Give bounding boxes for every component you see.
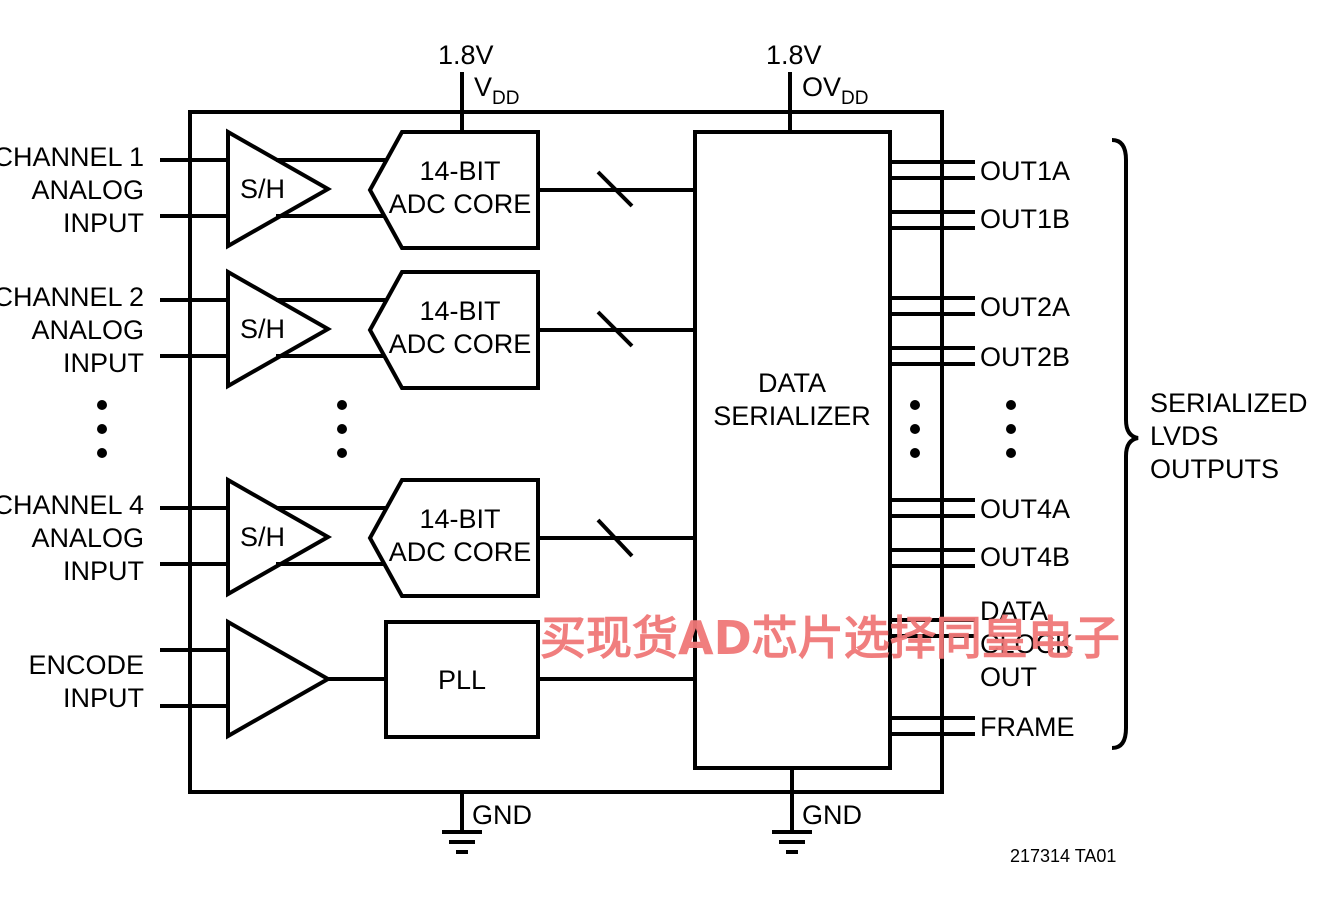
ch4-label-line3: INPUT bbox=[63, 556, 144, 586]
dot bbox=[337, 448, 347, 458]
ch2-adc-line1: 14-BIT bbox=[419, 296, 500, 326]
out1a-label: OUT1A bbox=[980, 156, 1070, 186]
ground-2: GND bbox=[772, 768, 862, 854]
ch1-adc-line2: ADC CORE bbox=[389, 189, 532, 219]
gnd1-label: GND bbox=[472, 800, 532, 830]
channel-1: CHANNEL 1 ANALOG INPUT S/H 14-BIT ADC CO… bbox=[0, 128, 695, 250]
out4a-label: OUT4A bbox=[980, 494, 1070, 524]
dot bbox=[1006, 424, 1016, 434]
serializer-line2: SERIALIZER bbox=[713, 401, 871, 431]
pll-block bbox=[384, 620, 540, 739]
dot bbox=[910, 424, 920, 434]
ch2-label-line1: CHANNEL 2 bbox=[0, 282, 144, 312]
dot bbox=[1006, 448, 1016, 458]
out2a-label: OUT2A bbox=[980, 292, 1070, 322]
watermark-text: 买现货AD芯片选择同皇电子 bbox=[540, 611, 1120, 665]
dot bbox=[337, 424, 347, 434]
dot bbox=[97, 424, 107, 434]
ch4-adc-core bbox=[367, 478, 540, 598]
dclk-label-line1: DATA bbox=[980, 596, 1048, 626]
ch2-adc-line2: ADC CORE bbox=[389, 329, 532, 359]
dot bbox=[97, 400, 107, 410]
ch1-label-line3: INPUT bbox=[63, 208, 144, 238]
encode-path: ENCODE INPUT PLL bbox=[28, 618, 695, 740]
ch4-adc-line2: ADC CORE bbox=[389, 537, 532, 567]
ch2-sh-label: S/H bbox=[240, 314, 285, 344]
gnd2-label: GND bbox=[802, 800, 862, 830]
ch4-label-line1: CHANNEL 4 bbox=[0, 490, 144, 520]
bracket-label-line3: OUTPUTS bbox=[1150, 454, 1279, 484]
data-serializer: DATA SERIALIZER bbox=[693, 130, 892, 770]
dot bbox=[1006, 400, 1016, 410]
ch4-sh-label: S/H bbox=[240, 522, 285, 552]
ch2-bus-slash bbox=[596, 310, 634, 348]
dclk-label-line3: OUT bbox=[980, 662, 1037, 692]
dot bbox=[910, 448, 920, 458]
ch4-label-line2: ANALOG bbox=[31, 523, 144, 553]
curly-brace bbox=[1111, 138, 1139, 750]
encode-label-line2: INPUT bbox=[63, 683, 144, 713]
channel-2: CHANNEL 2 ANALOG INPUT S/H 14-BIT ADC CO… bbox=[0, 268, 695, 390]
out2b-label: OUT2B bbox=[980, 342, 1070, 372]
dot bbox=[337, 400, 347, 410]
ch2-label-line2: ANALOG bbox=[31, 315, 144, 345]
out4b-label: OUT4B bbox=[980, 542, 1070, 572]
out1b-label: OUT1B bbox=[980, 204, 1070, 234]
continuation-dots bbox=[97, 400, 1016, 458]
output-bracket: SERIALIZED LVDS OUTPUTS bbox=[1111, 138, 1308, 750]
bracket-label-line2: LVDS bbox=[1150, 421, 1219, 451]
lvds-outputs: OUT1A OUT1B OUT2A OUT2B OUT4A OUT4B DATA… bbox=[890, 156, 1075, 742]
channel-4: CHANNEL 4 ANALOG INPUT S/H 14-BIT ADC CO… bbox=[0, 476, 695, 598]
figure-id: 217314 TA01 bbox=[1010, 846, 1116, 866]
ovdd-supply: 1.8V OVDD bbox=[766, 40, 868, 132]
encode-buffer bbox=[226, 618, 333, 740]
serializer-line1: DATA bbox=[758, 368, 826, 398]
ch1-bus-slash bbox=[596, 170, 634, 208]
vdd-voltage: 1.8V bbox=[438, 40, 494, 70]
ch1-label-line1: CHANNEL 1 bbox=[0, 142, 144, 172]
dclk-label-line2: CLOCK bbox=[980, 629, 1073, 659]
ch1-adc-core bbox=[367, 130, 540, 250]
ch1-sh-label: S/H bbox=[240, 174, 285, 204]
serializer-block bbox=[693, 130, 892, 770]
frame-label: FRAME bbox=[980, 712, 1075, 742]
ch2-label-line3: INPUT bbox=[63, 348, 144, 378]
vdd-label: VDD bbox=[474, 72, 519, 109]
ch4-bus-slash bbox=[596, 518, 634, 558]
ch2-adc-core bbox=[367, 270, 540, 390]
ch1-adc-line1: 14-BIT bbox=[419, 156, 500, 186]
ovdd-label: OVDD bbox=[802, 72, 868, 109]
dot bbox=[97, 448, 107, 458]
ovdd-voltage: 1.8V bbox=[766, 40, 822, 70]
ground-1: GND bbox=[442, 792, 532, 854]
bracket-label-line1: SERIALIZED bbox=[1150, 388, 1308, 418]
ch4-adc-line1: 14-BIT bbox=[419, 504, 500, 534]
chip-outline bbox=[188, 110, 944, 794]
ch1-label-line2: ANALOG bbox=[31, 175, 144, 205]
dot bbox=[910, 400, 920, 410]
encode-label-line1: ENCODE bbox=[28, 650, 144, 680]
pll-label: PLL bbox=[438, 665, 486, 695]
vdd-supply: 1.8V VDD bbox=[438, 40, 519, 132]
